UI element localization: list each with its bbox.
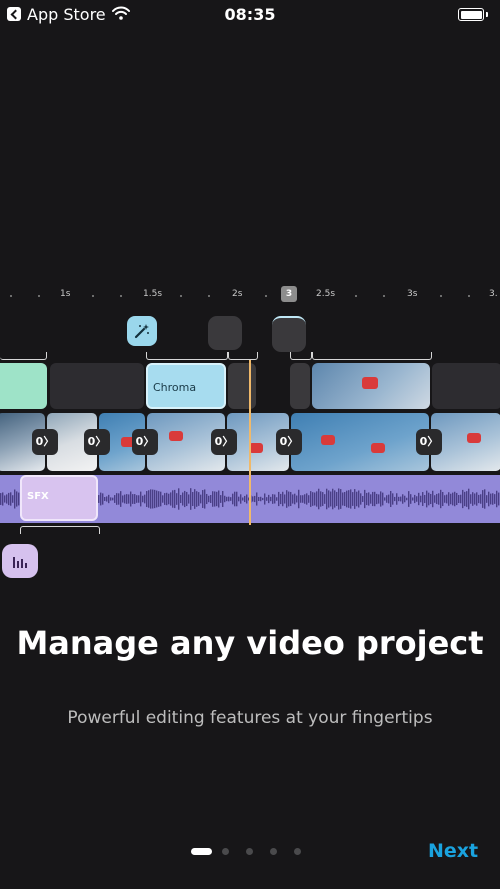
page-dot[interactable]: [270, 848, 277, 855]
selection-bracket: [0, 352, 47, 360]
back-arrow-icon[interactable]: [7, 7, 21, 21]
clip-handle-button[interactable]: [208, 316, 242, 350]
magic-wand-button[interactable]: [127, 316, 157, 346]
overlay-track: Chroma: [0, 363, 500, 409]
magic-wand-icon: [134, 324, 149, 339]
clip-handle-button-selected[interactable]: [272, 316, 306, 352]
ruler-dot: [208, 295, 210, 297]
ruler-dot: [468, 295, 470, 297]
page-dot-active[interactable]: [191, 848, 212, 855]
next-button[interactable]: Next: [428, 840, 479, 862]
clip-handle[interactable]: [290, 363, 310, 409]
clip-handle[interactable]: [228, 363, 256, 409]
selection-bracket: [20, 526, 100, 534]
ruler-label: 1.5s: [143, 289, 163, 299]
ruler-current-marker[interactable]: 3: [281, 286, 297, 302]
sfx-clip[interactable]: SFX: [20, 475, 98, 521]
ruler-dot: [180, 295, 182, 297]
battery-icon: [458, 8, 488, 21]
rider-figure: [249, 443, 263, 453]
ruler-label: 2s: [232, 289, 243, 299]
transition-button[interactable]: 0〉: [416, 429, 442, 455]
transition-button[interactable]: 0〉: [211, 429, 237, 455]
rider-figure: [169, 431, 183, 441]
ruler-dot: [355, 295, 357, 297]
ruler-dot: [10, 295, 12, 297]
status-bar: App Store 08:35: [0, 0, 500, 30]
page-dot[interactable]: [294, 848, 301, 855]
time-ruler: 1s 1.5s 2s 3 2.5s 3s 3.: [0, 286, 500, 304]
transition-button[interactable]: 0〉: [32, 429, 58, 455]
wifi-icon: [112, 6, 130, 20]
selection-bracket: [228, 352, 258, 360]
ruler-label: 3s: [407, 289, 418, 299]
ruler-dot: [92, 295, 94, 297]
sfx-label: SFX: [27, 491, 49, 502]
playhead[interactable]: [249, 360, 251, 525]
transition-button[interactable]: 0〉: [276, 429, 302, 455]
empty-clip: [432, 363, 500, 409]
onboarding-headline: Manage any video project: [16, 624, 484, 662]
rider-figure: [321, 435, 335, 445]
status-time: 08:35: [224, 5, 276, 24]
audio-levels-icon: [13, 557, 27, 568]
rider-figure: [467, 433, 481, 443]
timeline-preview: 1s 1.5s 2s 3 2.5s 3s 3. Chroma: [0, 280, 500, 580]
ruler-dot: [383, 295, 385, 297]
ruler-dot: [38, 295, 40, 297]
empty-clip: [50, 363, 144, 409]
page-dot[interactable]: [246, 848, 253, 855]
overlay-video-clip[interactable]: [312, 363, 430, 409]
rider-figure: [362, 377, 378, 389]
selection-bracket: [146, 352, 228, 360]
rider-figure: [371, 443, 385, 453]
ruler-label: 1s: [60, 289, 71, 299]
rider-figure: [121, 437, 135, 447]
ruler-label: 3.: [489, 289, 498, 299]
chroma-clip[interactable]: Chroma: [146, 363, 226, 409]
ruler-dot: [265, 295, 267, 297]
chroma-label: Chroma: [153, 381, 197, 394]
ruler-dot: [440, 295, 442, 297]
transition-button[interactable]: 0〉: [84, 429, 110, 455]
page-dot[interactable]: [222, 848, 229, 855]
back-app-label[interactable]: App Store: [27, 5, 106, 24]
video-track: 0〉 0〉 0〉 0〉 0〉 0〉: [0, 412, 500, 472]
overlay-clip[interactable]: [0, 363, 47, 409]
audio-levels-button[interactable]: [2, 544, 38, 578]
ruler-label: 2.5s: [316, 289, 336, 299]
selection-bracket: [290, 352, 312, 360]
onboarding-subhead: Powerful editing features at your finger…: [67, 708, 433, 728]
video-frame[interactable]: [290, 412, 430, 472]
ruler-dot: [120, 295, 122, 297]
selection-bracket: [312, 352, 432, 360]
transition-button[interactable]: 0〉: [132, 429, 158, 455]
